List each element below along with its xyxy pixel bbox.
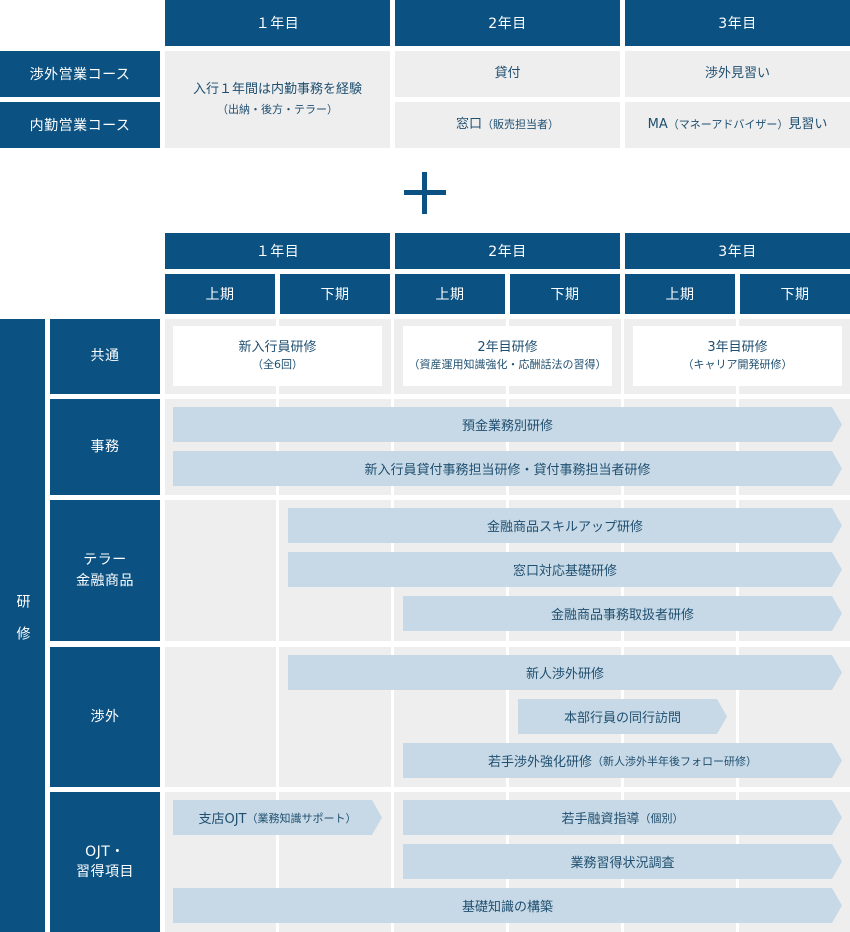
year1-cell-main: 入行１年間は内勤事務を経験	[192, 82, 362, 98]
jimu-bar-deposit: 預金業務別研修	[173, 407, 842, 442]
ojt-bar-loan-guidance: 若手融資指導（個別）	[403, 800, 842, 835]
ojt-bar-branch: 支店OJT（業務知識サポート）	[173, 800, 382, 835]
naikin-year3-tail: 見習い	[788, 116, 828, 132]
row-label-ojt-text: OJT・ 習得項目	[76, 843, 134, 880]
common-box-year3-sub: （キャリア開発研修）	[682, 358, 793, 372]
jimu-bar-loan: 新入行員貸付事務担当研修・貸付事務担当者研修	[173, 451, 842, 486]
row-label-common: 共通	[50, 319, 160, 394]
row-label-shougai-text: 渉外	[90, 708, 120, 725]
teller-bar-handler: 金融商品事務取扱者研修	[403, 596, 842, 631]
common-box-year3: 3年目研修 （キャリア開発研修）	[633, 326, 842, 386]
naikin-year3-sub: （マネーアドバイザー）	[667, 118, 789, 132]
shougai-bar-newcomer: 新人渉外研修	[288, 655, 842, 690]
row-label-jimu: 事務	[50, 399, 160, 495]
divider-line	[391, 319, 394, 932]
row-label-shougai: 渉外	[50, 647, 160, 787]
top-year2-header: 2年目	[395, 0, 620, 46]
shougai-bar-newcomer-text: 新人渉外研修	[525, 667, 604, 682]
row-label-teller-text: テラー 金融商品	[76, 552, 134, 589]
ojt-bar-loan-guidance-main: 若手融資指導	[561, 812, 640, 827]
course-gaikou-label: 渉外営業コース	[0, 51, 160, 97]
half-1-1: 上期	[165, 274, 275, 314]
ojt-bar-branch-sub: （業務知識サポート）	[246, 811, 357, 825]
gaikou-year2-cell: 貸付	[395, 51, 620, 97]
common-box-year1-main: 新入行員研修	[238, 340, 317, 356]
row-label-common-text: 共通	[90, 348, 120, 365]
ojt-bar-survey: 業務習得状況調査	[403, 844, 842, 879]
year1-shared-cell: 入行１年間は内勤事務を経験 （出納・後方・テラー）	[165, 51, 390, 148]
top-year3-header: 3年目	[625, 0, 850, 46]
course-naikin-label: 内勤営業コース	[0, 102, 160, 148]
plus-icon	[404, 172, 446, 214]
naikin-year3-cell: MA（マネーアドバイザー）見習い	[625, 102, 850, 148]
gaikou-year3-cell: 渉外見習い	[625, 51, 850, 97]
naikin-year2-sub: （販売担当者）	[482, 118, 559, 132]
ojt-bar-branch-main: 支店OJT	[198, 812, 247, 827]
teller-bar-handler-text: 金融商品事務取扱者研修	[550, 608, 694, 623]
common-box-year1-sub: （全6回）	[252, 358, 303, 372]
shougai-bar-accompany-text: 本部行員の同行訪問	[563, 711, 681, 726]
schedule-year1-header: １年目	[165, 233, 390, 269]
shougai-bar-young: 若手渉外強化研修（新人渉外半年後フォロー研修）	[403, 743, 842, 778]
common-box-year2-sub: （資産運用知識強化・応酬話法の習得）	[408, 358, 607, 372]
shougai-bar-young-main: 若手渉外強化研修	[487, 755, 592, 770]
teller-bar-window-text: 窓口対応基礎研修	[512, 564, 617, 579]
half-1-2: 下期	[280, 274, 390, 314]
common-box-year3-main: 3年目研修	[707, 340, 768, 356]
ojt-bar-loan-guidance-sub: （個別）	[639, 811, 684, 825]
year1-cell-sub: （出納・後方・テラー）	[217, 103, 338, 117]
row-label-jimu-text: 事務	[90, 438, 120, 455]
schedule-year2-header: 2年目	[395, 233, 620, 269]
shougai-bar-young-sub: （新人渉外半年後フォロー研修）	[592, 754, 757, 768]
half-2-2: 下期	[510, 274, 620, 314]
naikin-year2-cell: 窓口（販売担当者）	[395, 102, 620, 148]
divider-line	[276, 319, 279, 932]
gaikou-year3-text: 渉外見習い	[704, 65, 770, 81]
common-box-year2-main: 2年目研修	[477, 340, 538, 356]
shougai-bar-accompany: 本部行員の同行訪問	[518, 699, 727, 734]
common-box-year2: 2年目研修 （資産運用知識強化・応酬話法の習得）	[403, 326, 612, 386]
ojt-bar-basics-text: 基礎知識の構築	[461, 900, 553, 915]
training-side-text: 研修	[14, 593, 31, 658]
schedule-year3-header: 3年目	[625, 233, 850, 269]
training-side-label: 研修	[0, 319, 45, 932]
naikin-year2-main: 窓口	[455, 116, 482, 132]
row-label-teller: テラー 金融商品	[50, 500, 160, 641]
gaikou-year2-text: 貸付	[494, 65, 521, 81]
half-3-1: 上期	[625, 274, 735, 314]
jimu-bar-deposit-text: 預金業務別研修	[461, 419, 553, 434]
naikin-year3-main: MA	[647, 116, 668, 132]
ojt-bar-basics: 基礎知識の構築	[173, 888, 842, 923]
top-year1-header: １年目	[165, 0, 390, 46]
teller-bar-skillup: 金融商品スキルアップ研修	[288, 508, 842, 543]
ojt-bar-survey-text: 業務習得状況調査	[570, 856, 675, 871]
jimu-bar-loan-text: 新入行員貸付事務担当研修・貸付事務担当者研修	[364, 463, 651, 478]
half-3-2: 下期	[740, 274, 850, 314]
half-2-1: 上期	[395, 274, 505, 314]
common-box-year1: 新入行員研修 （全6回）	[173, 326, 382, 386]
teller-bar-window: 窓口対応基礎研修	[288, 552, 842, 587]
row-label-ojt: OJT・ 習得項目	[50, 792, 160, 932]
teller-bar-skillup-text: 金融商品スキルアップ研修	[486, 520, 643, 535]
